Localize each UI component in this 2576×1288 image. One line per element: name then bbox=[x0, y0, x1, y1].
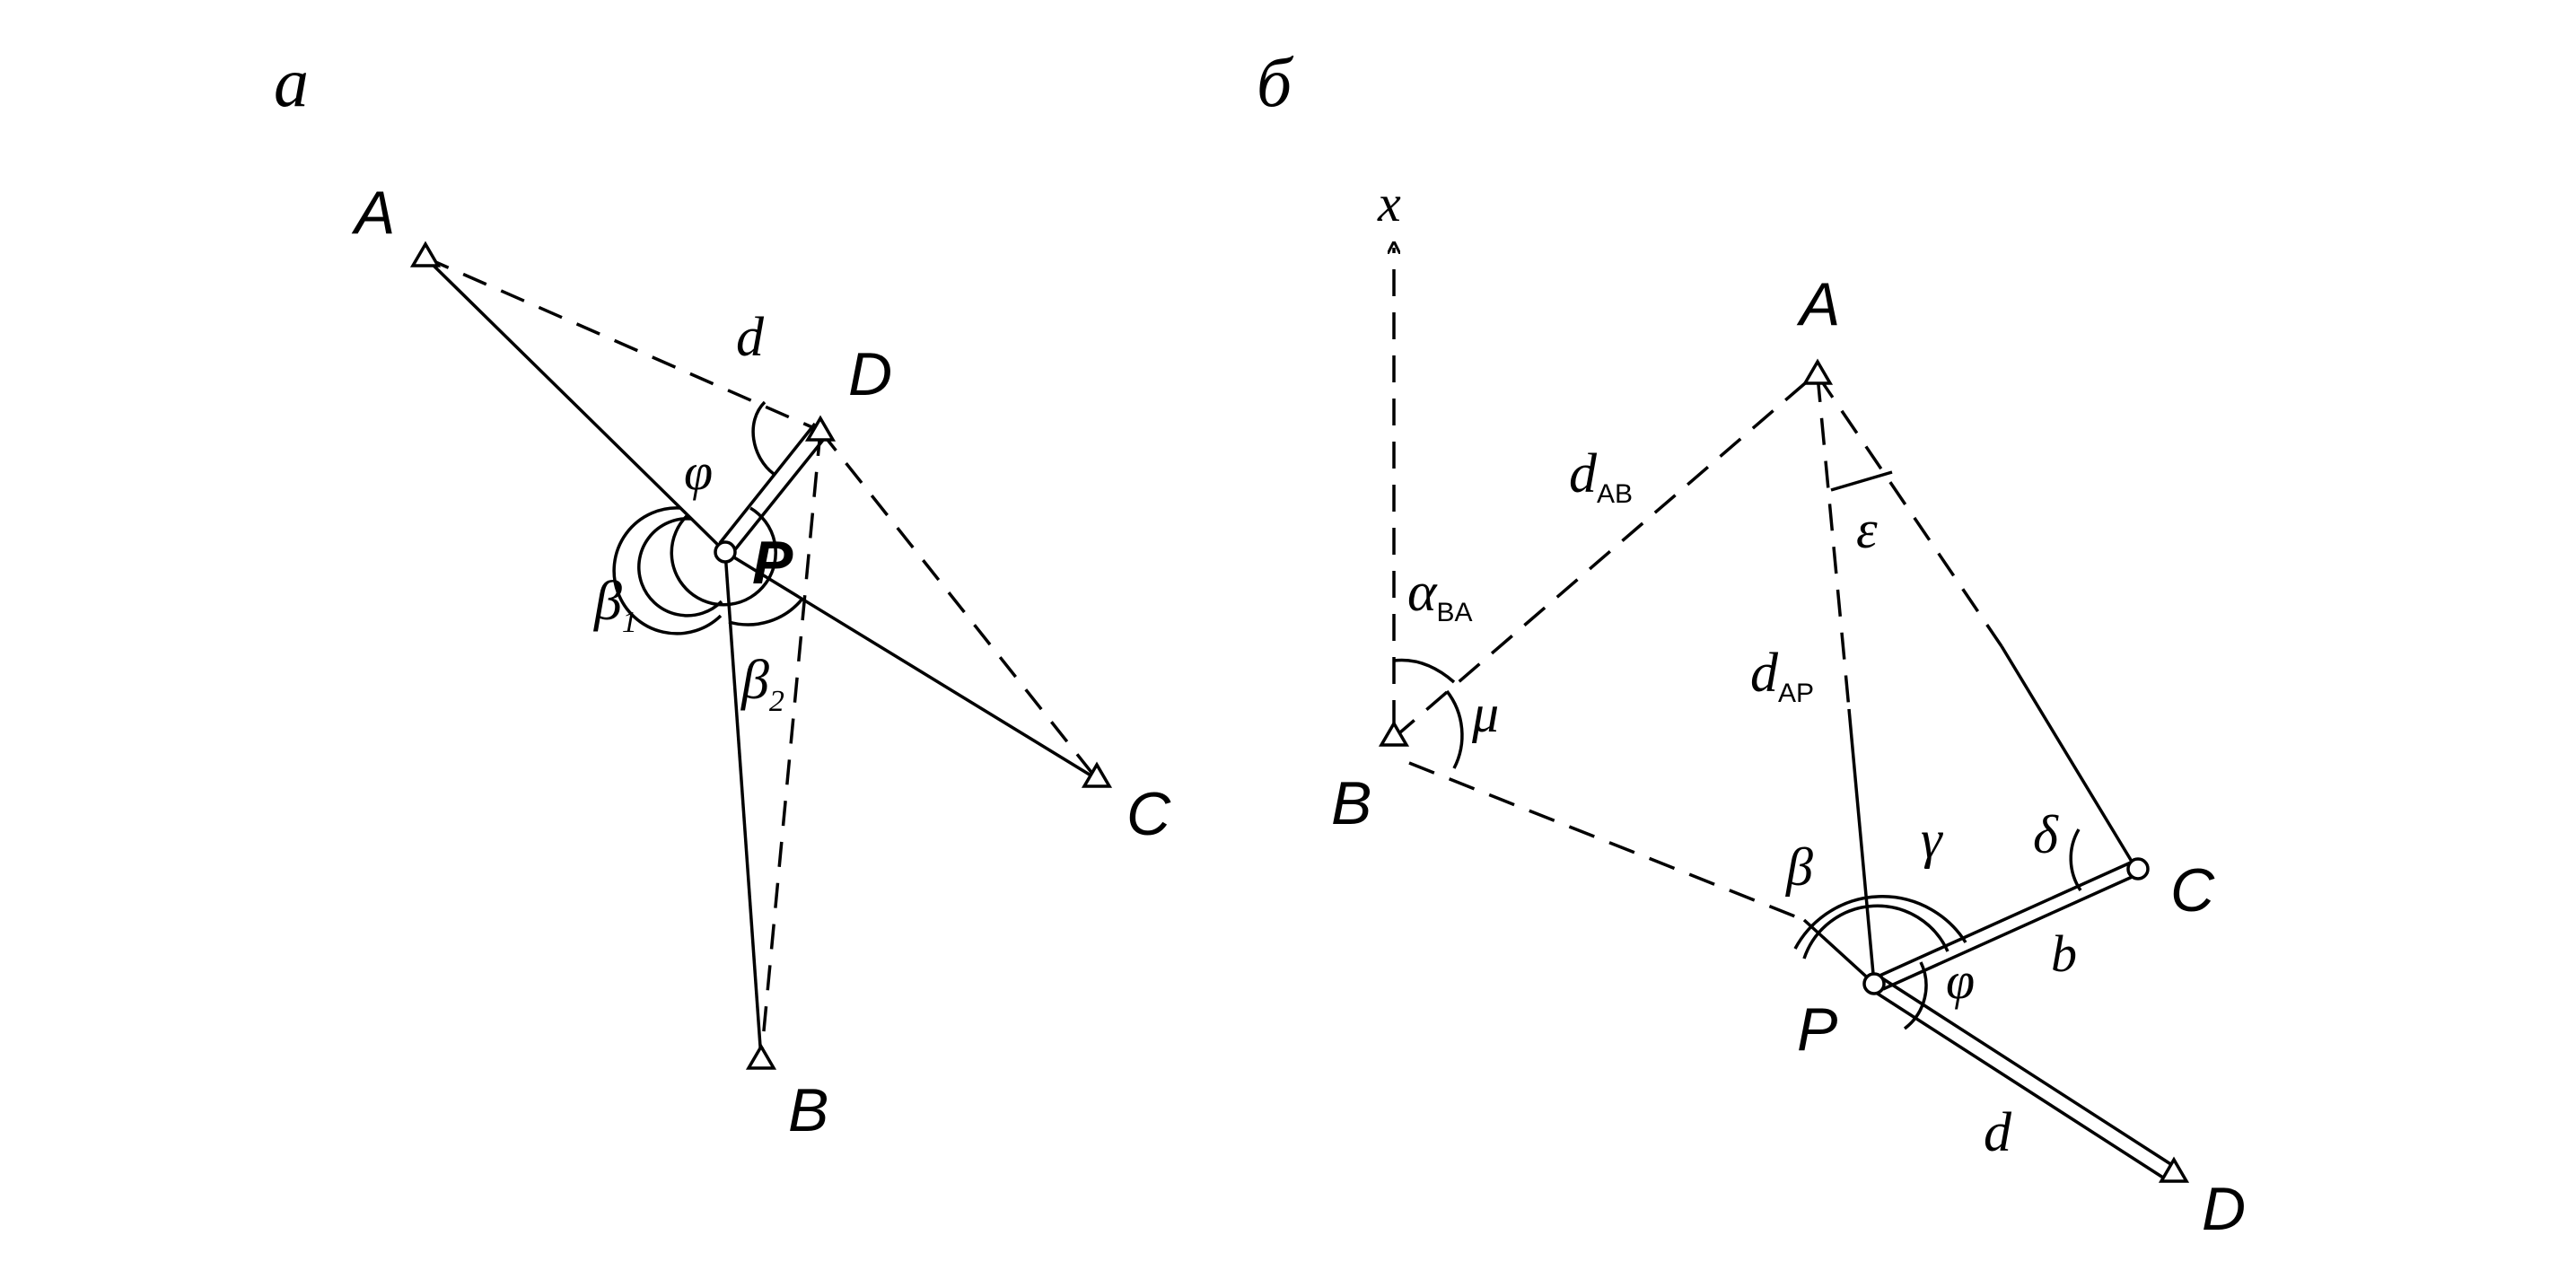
dash-a-p bbox=[1816, 374, 1851, 710]
point-b-c bbox=[2126, 857, 2150, 881]
arc-delta bbox=[2069, 828, 2082, 891]
panel-a-caption: а bbox=[274, 43, 309, 121]
label-a-point-p: P bbox=[752, 529, 793, 597]
label-b-point-d: D bbox=[2202, 1175, 2246, 1243]
double-line-p-d-1 bbox=[718, 422, 817, 545]
arc-mu bbox=[1445, 689, 1464, 769]
arc-phi bbox=[670, 506, 777, 607]
label-b-distance-dab: dAB bbox=[1569, 443, 1633, 509]
panel-b bbox=[1378, 248, 2190, 1183]
line-p-c bbox=[724, 550, 1098, 781]
triangle-b-b bbox=[1378, 720, 1410, 747]
label-a-point-c: C bbox=[1126, 780, 1171, 848]
label-b-angle-gamma: γ bbox=[1921, 810, 1943, 869]
label-a-angle-beta1: β1 bbox=[593, 571, 637, 639]
label-b-angle-delta: δ bbox=[2033, 805, 2059, 864]
dash-b-p bbox=[1408, 761, 1805, 922]
label-b-distance-d: d bbox=[1984, 1102, 2012, 1163]
dash-a-d bbox=[425, 256, 821, 433]
arc-beta-gamma-outer bbox=[1793, 895, 1967, 950]
arc-beta1-outer bbox=[612, 506, 723, 635]
arc-beta2 bbox=[728, 597, 804, 626]
line-a-p bbox=[424, 256, 727, 554]
line-a-c-solid bbox=[2000, 645, 2138, 870]
label-a-angle-beta2: β2 bbox=[740, 650, 784, 718]
triangle-b-a bbox=[1801, 358, 1834, 385]
arc-phi-b bbox=[1903, 961, 1928, 1030]
arc-beta-gamma-inner bbox=[1802, 904, 1950, 959]
label-b-point-a: A bbox=[1796, 270, 1840, 338]
label-b-point-b: B bbox=[1331, 769, 1371, 837]
leader-d bbox=[751, 400, 775, 476]
label-b-point-p: P bbox=[1797, 995, 1837, 1064]
point-p bbox=[714, 540, 737, 564]
dash-a-c bbox=[1816, 374, 2003, 647]
line-b-p bbox=[1802, 918, 1876, 986]
label-a-point-b: B bbox=[788, 1076, 828, 1144]
double-line-p-c-1 bbox=[1877, 860, 2134, 978]
label-b-angle-mu: μ bbox=[1471, 684, 1499, 743]
double-line-p-c-2 bbox=[1882, 872, 2139, 991]
label-b-angle-beta: β bbox=[1785, 837, 1813, 897]
label-b-point-c: C bbox=[2170, 856, 2215, 924]
double-line-p-d-2 bbox=[731, 433, 829, 555]
arc-epsilon bbox=[1830, 470, 1893, 492]
point-b-p bbox=[1862, 972, 1886, 995]
label-b-angle-phi: φ bbox=[1946, 951, 1975, 1010]
double-line-p-d-1 bbox=[1879, 975, 2173, 1167]
dash-b-a bbox=[1392, 371, 1819, 740]
dash-d-b bbox=[759, 430, 822, 1060]
triangle-c bbox=[1081, 761, 1113, 788]
label-b-distance-b: b bbox=[2051, 924, 2077, 983]
triangle-d bbox=[804, 415, 837, 442]
label-b-distance-dap: dAP bbox=[1750, 643, 1814, 708]
line-p-b bbox=[723, 551, 763, 1060]
label-a-angle-phi: φ bbox=[684, 442, 713, 501]
label-b-angle-epsilon: ε bbox=[1856, 500, 1878, 559]
label-a-distance-d: d bbox=[736, 307, 765, 368]
dash-d-c bbox=[819, 429, 1099, 781]
triangle-a bbox=[409, 241, 442, 267]
panel-b-caption: б bbox=[1257, 43, 1294, 121]
triangle-b-d bbox=[2158, 1156, 2190, 1183]
arc-alpha bbox=[1393, 658, 1456, 684]
label-a-point-a: A bbox=[351, 179, 395, 247]
label-a-point-d: D bbox=[848, 340, 892, 408]
arc-beta1-inner bbox=[637, 517, 723, 618]
line-a-p-solid bbox=[1847, 708, 1876, 985]
label-b-axis-x: x bbox=[1377, 174, 1401, 232]
double-line-p-d-2 bbox=[1870, 987, 2164, 1179]
panel-a bbox=[409, 241, 1113, 1070]
label-b-angle-alpha: αBA bbox=[1407, 562, 1473, 627]
triangle-b bbox=[745, 1043, 777, 1070]
